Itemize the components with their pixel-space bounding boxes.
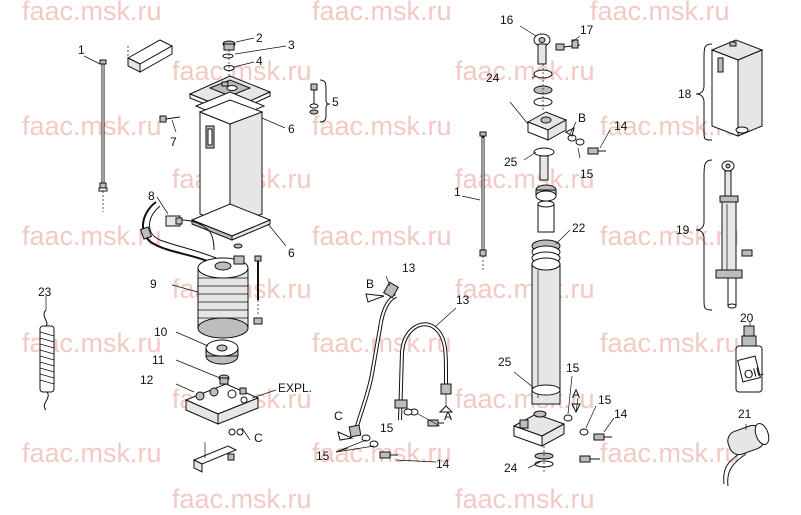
watermark: faac.msk.ru bbox=[22, 221, 162, 251]
label-part-18: 18 bbox=[678, 87, 692, 101]
label-part-1: 1 bbox=[78, 43, 85, 57]
tie-rod-right bbox=[461, 131, 487, 272]
label-part-21: 21 bbox=[738, 407, 752, 421]
screw-7 bbox=[159, 115, 181, 133]
oil-bottle-20 bbox=[735, 322, 763, 393]
label-part-17: 17 bbox=[580, 23, 594, 37]
screw-17 bbox=[555, 35, 581, 51]
hydraulic-hose-13-a bbox=[394, 307, 457, 421]
label-exploded-view: EXPL. bbox=[278, 381, 312, 395]
label-part-13: 13 bbox=[402, 261, 416, 275]
operator-19 bbox=[695, 159, 753, 311]
label-part-15: 15 bbox=[580, 167, 594, 181]
watermark: faac.msk.ru bbox=[22, 111, 162, 141]
tie-rod-left bbox=[83, 55, 108, 212]
label-part-15: 15 bbox=[380, 421, 394, 435]
label-part-9: 9 bbox=[150, 277, 157, 291]
tank-unit-18 bbox=[695, 39, 764, 141]
label-part-22: 22 bbox=[572, 221, 586, 235]
label-part-2: 2 bbox=[256, 31, 263, 45]
label-connection-a: A bbox=[572, 387, 580, 401]
cylinder-barrel bbox=[512, 257, 566, 472]
label-part-11: 11 bbox=[152, 353, 165, 367]
watermark: faac.msk.ru bbox=[312, 328, 452, 358]
watermark: faac.msk.ru bbox=[455, 384, 595, 414]
label-connection-a: A bbox=[444, 409, 452, 423]
label-part-16: 16 bbox=[500, 13, 514, 27]
piston-rod bbox=[531, 184, 571, 265]
electric-motor-9 bbox=[171, 255, 263, 339]
label-connection-c: C bbox=[334, 409, 343, 423]
watermark: faac.msk.ru bbox=[312, 221, 452, 251]
rod-eye-16 bbox=[519, 25, 551, 65]
callout-labels: 1 2 3 4 5 6 6 7 8 9 10 11 12 EXPL. C 23 … bbox=[38, 13, 765, 475]
label-part-14: 14 bbox=[436, 457, 450, 471]
mounting-bracket bbox=[126, 39, 174, 73]
label-connection-b: B bbox=[578, 111, 586, 125]
hydraulic-hose-13-b bbox=[348, 275, 400, 438]
label-part-14: 14 bbox=[614, 407, 628, 421]
watermark: faac.msk.ru bbox=[172, 484, 312, 514]
cylinder-head bbox=[509, 64, 611, 181]
breather-5 bbox=[309, 79, 331, 123]
label-part-23: 23 bbox=[38, 285, 52, 299]
watermark: faac.msk.ru bbox=[22, 438, 162, 468]
label-part-13: 13 bbox=[456, 293, 470, 307]
oil-bottle-label: OIL bbox=[742, 364, 764, 382]
label-part-10: 10 bbox=[154, 325, 168, 339]
label-part-24: 24 bbox=[486, 71, 500, 85]
return-spring-23 bbox=[39, 296, 55, 411]
watermark: faac.msk.ru bbox=[455, 274, 595, 304]
label-part-25: 25 bbox=[498, 355, 512, 369]
watermark: faac.msk.ru bbox=[312, 111, 452, 141]
label-part-24: 24 bbox=[504, 461, 518, 475]
label-part-6: 6 bbox=[288, 122, 295, 136]
label-part-20: 20 bbox=[740, 311, 754, 325]
label-part-3: 3 bbox=[288, 38, 295, 52]
label-part-12: 12 bbox=[140, 373, 154, 387]
hose-fittings bbox=[335, 394, 454, 463]
hydraulic-pump-12 bbox=[175, 359, 277, 473]
watermark: faac.msk.ru bbox=[600, 328, 740, 358]
capacitor-21 bbox=[723, 422, 770, 487]
label-part-7: 7 bbox=[170, 135, 177, 149]
label-part-6: 6 bbox=[288, 246, 295, 260]
label-connection-b: B bbox=[366, 277, 374, 291]
label-part-8: 8 bbox=[148, 189, 155, 203]
watermark: faac.msk.ru bbox=[600, 438, 740, 468]
label-part-15: 15 bbox=[316, 449, 330, 463]
watermark: faac.msk.ru bbox=[455, 484, 595, 514]
bottom-fitting bbox=[563, 375, 615, 463]
watermark: faac.msk.ru bbox=[455, 56, 595, 86]
label-connection-c: C bbox=[254, 431, 263, 445]
watermark-layer: faac.msk.ru faac.msk.ru faac.msk.ru faac… bbox=[22, 0, 740, 514]
label-part-25: 25 bbox=[504, 155, 518, 169]
watermark: faac.msk.ru bbox=[22, 0, 162, 26]
label-part-5: 5 bbox=[332, 95, 339, 109]
label-part-19: 19 bbox=[676, 223, 690, 237]
oil-tank bbox=[188, 75, 287, 249]
pump-coupling-10 bbox=[175, 331, 239, 365]
fill-plug-assembly bbox=[222, 37, 287, 80]
label-part-1: 1 bbox=[454, 185, 461, 199]
watermark: faac.msk.ru bbox=[312, 0, 452, 26]
watermark: faac.msk.ru bbox=[455, 164, 595, 194]
watermark: faac.msk.ru bbox=[590, 0, 730, 26]
motor-cable-8 bbox=[139, 196, 217, 263]
label-part-4: 4 bbox=[256, 54, 263, 68]
label-part-15: 15 bbox=[566, 361, 580, 375]
watermark: faac.msk.ru bbox=[600, 221, 740, 251]
label-part-15: 15 bbox=[598, 393, 612, 407]
label-part-14: 14 bbox=[614, 119, 628, 133]
